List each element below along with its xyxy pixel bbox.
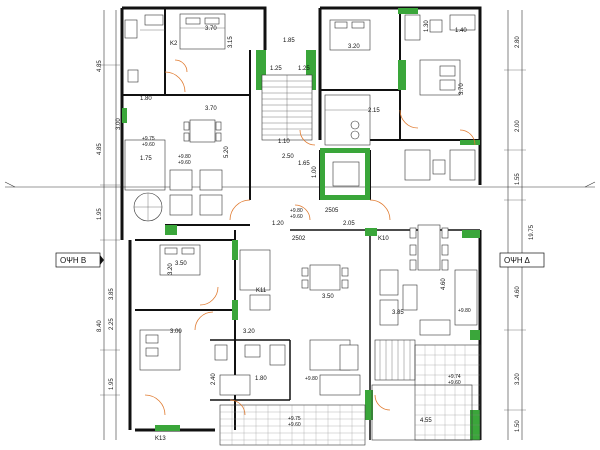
dim-stair-left: 1.25 [270,66,282,72]
dim-left-6: 2.25 [109,318,115,330]
svg-text:+9.60: +9.60 [288,422,301,428]
dim-passage2: 2.05 [343,221,355,227]
svg-text:+9.60: +9.60 [178,160,191,166]
room-dimension-labels: 3.70 3.15 1.80 3.70 1.75 5.20 3.20 3.00 … [116,20,467,424]
balcony-tiles [219,344,481,446]
staircase [261,74,313,141]
dim-right-4: 19.75 [529,224,535,240]
kitchen-top-right [324,94,476,181]
dim-stair-top: 1.85 [283,38,295,44]
dim-right-7: 1.50 [515,420,521,432]
dim-shaft: 1.00 [312,166,318,178]
bedroom-top-left [164,13,226,93]
dim-stair-right: 1.25 [298,66,310,72]
dim-bath3-h: 2.40 [211,373,217,385]
dim-left-3: 1.95 [97,208,103,220]
side-label-left: ΟΨΗ Β [55,252,104,268]
dim-bedroom1-height: 3.15 [228,36,234,48]
dim-bath3-w: 1.80 [255,376,267,382]
svg-text:+9.60: +9.60 [448,380,461,386]
door-swings [144,59,476,416]
dim-living-r: 3.85 [392,310,404,316]
dim-bed4-w: 3.00 [170,329,182,335]
zone-2505: 2505 [325,208,339,214]
staircase-lower [374,339,416,381]
level-markers: +9.75 +9.60 +9.80 +9.60 +9.80 +9.60 +9.8… [142,136,471,428]
left-dimension-chain: 4.85 4.85 1.95 8.40 3.85 2.25 1.95 [97,10,120,440]
bathroom-lower [214,249,286,396]
column-labels: K2 K10 K11 K13 2505 2502 [155,41,389,442]
svg-text:+9.80: +9.80 [178,154,191,160]
svg-text:+9.75: +9.75 [288,416,301,422]
bathroom-top-left [124,14,165,83]
zone-2502: 2502 [292,236,306,242]
living-area-left [124,119,223,222]
dim-kitchen: 2.15 [368,108,380,114]
dim-bath-tr: 1.40 [455,28,467,34]
svg-text:+9.60: +9.60 [290,214,303,220]
dim-left-2: 4.85 [97,143,103,155]
dim-bed3-w: 3.50 [175,261,187,267]
dim-balcony: 4.55 [420,418,432,424]
dim-living-width: 3.70 [205,106,217,112]
svg-text:+9.80: +9.80 [290,208,303,214]
dim-left-7: 1.95 [109,378,115,390]
dim-right-2: 2.00 [515,120,521,132]
svg-text:ΟΨΗ Δ: ΟΨΗ Δ [504,256,530,265]
svg-text:+9.60: +9.60 [142,142,155,148]
dim-bath1: 1.80 [140,96,152,102]
dim-left-5: 3.85 [109,288,115,300]
svg-text:+9.80: +9.80 [305,376,318,382]
dim-corridor2: 1.65 [298,161,310,167]
bedroom-top-right [329,14,476,96]
dim-bed3-h: 3.20 [168,263,174,275]
dim-corridor: 2.50 [282,154,294,160]
dim-bed2-width: 3.20 [348,44,360,50]
side-label-right: ΟΨΗ Δ [499,252,545,268]
svg-text:+9.75: +9.75 [142,136,155,142]
dining-center [301,264,361,396]
column-k11: K11 [256,288,267,294]
svg-text:+9.80: +9.80 [458,308,471,314]
dim-right-3: 1.55 [515,173,521,185]
dim-left-3: 3.00 [116,118,122,130]
bedroom-mid-left [159,244,219,306]
dim-dining-w: 3.50 [322,294,334,300]
bedroom-bottom-left [139,311,214,371]
column-k10: K10 [378,236,389,242]
shaft-box [332,161,360,187]
dim-right-1: 2.80 [515,36,521,48]
dim-bed-tr-h: 3.70 [459,83,465,95]
dim-right-6: 3.20 [515,373,521,385]
svg-text:+9.74: +9.74 [448,374,461,380]
column-k2: K2 [170,41,178,47]
dim-bedroom1-width: 3.70 [205,26,217,32]
dim-hall: 1.75 [140,156,152,162]
living-area-right [379,224,478,336]
dim-left-4: 8.40 [97,320,103,332]
right-dimension-chain: 2.80 2.00 1.55 19.75 4.60 3.20 1.50 [504,10,535,440]
dim-stair-landing: 1.10 [278,139,290,145]
structural-columns [122,8,480,440]
dim-living-r-h: 4.60 [441,278,447,290]
dim-right-5: 4.60 [515,286,521,298]
dim-living-height: 5.20 [224,146,230,158]
dim-wc-tr: 1.30 [424,20,430,32]
dim-passage: 1.20 [272,221,284,227]
svg-text:ΟΨΗ Β: ΟΨΗ Β [60,256,86,265]
dim-left-1: 4.85 [97,60,103,72]
dim-bath2-w: 3.20 [243,329,255,335]
column-k13: K13 [155,436,166,442]
